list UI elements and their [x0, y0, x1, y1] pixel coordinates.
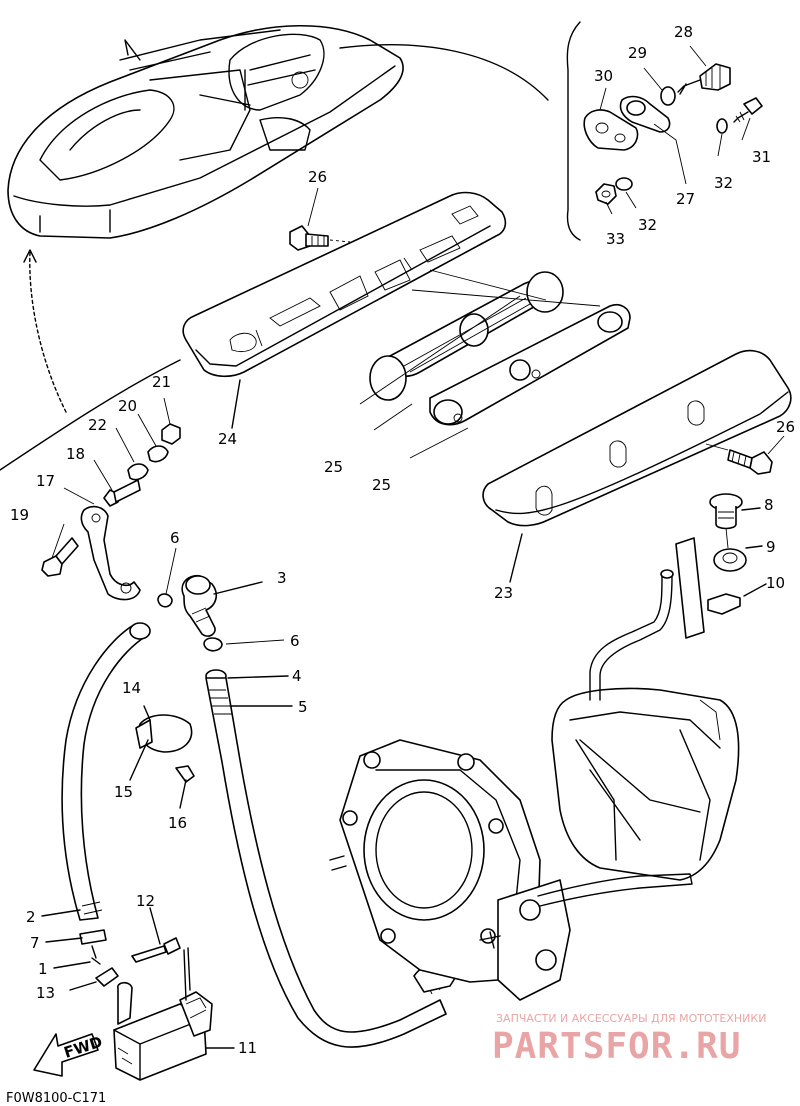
- callout-12: 12: [136, 892, 155, 910]
- callout-24: 24: [218, 430, 237, 448]
- callout-7: 7: [30, 934, 40, 952]
- callout-10: 10: [766, 574, 785, 592]
- callout-6a: 6: [170, 529, 180, 547]
- clamp-bracket-inset: [0, 359, 181, 601]
- callout-6b: 6: [290, 632, 300, 650]
- drain-plug-28: [699, 63, 731, 91]
- hose-clip-7: [79, 929, 107, 959]
- o-ring-29: [660, 86, 676, 106]
- bolt-26-upper: [289, 225, 351, 251]
- callout-1: 1: [38, 960, 48, 978]
- washer-22: [127, 463, 149, 481]
- pin-12: [131, 907, 181, 963]
- watermark-brand: PARTSFOR.RU: [492, 1026, 741, 1067]
- callout-14: 14: [122, 679, 141, 697]
- callout-33: 33: [606, 230, 625, 248]
- callout-26a: 26: [308, 168, 327, 186]
- bracket-24: [182, 191, 507, 378]
- bracket-to-craft-arrow: [29, 251, 67, 413]
- connector-1: [91, 957, 101, 965]
- jet-housing: [329, 537, 740, 1001]
- callout-20: 20: [118, 397, 137, 415]
- callout-11: 11: [238, 1039, 257, 1057]
- sponson-23: [482, 349, 792, 527]
- connector-13: [69, 967, 119, 991]
- nut-21: [161, 423, 181, 445]
- callout-2: 2: [26, 908, 36, 926]
- callout-4: 4: [292, 667, 302, 685]
- drain-hardware: [707, 493, 767, 615]
- callout-15: 15: [114, 783, 133, 801]
- callout-28: 28: [674, 23, 693, 41]
- watermark: ЗАПЧАСТИ И АКСЕССУАРЫ ДЛЯ МОТОТЕХНИКИ PA…: [492, 1012, 766, 1067]
- drain-plug-inset: [566, 21, 763, 241]
- callout-17: 17: [36, 472, 55, 490]
- diagram-code: F0W8100-C171: [6, 1091, 106, 1106]
- callout-16: 16: [168, 814, 187, 832]
- callout-27: 27: [676, 190, 695, 208]
- callout-18: 18: [66, 445, 85, 463]
- bracket-17: [80, 505, 141, 601]
- callout-labels: 1 2 3 4 5 6 6 7 8 9 10 11 12 13 14 15 16…: [10, 23, 795, 1057]
- callout-25a: 25: [324, 458, 343, 476]
- callout-19: 19: [10, 506, 29, 524]
- callout-22: 22: [88, 416, 107, 434]
- sensor-11: [113, 947, 235, 1081]
- callout-23: 23: [494, 584, 513, 602]
- callout-32a: 32: [714, 174, 733, 192]
- callout-9: 9: [766, 538, 776, 556]
- washer-20: [147, 445, 169, 463]
- callout-30: 30: [594, 67, 613, 85]
- callout-21: 21: [152, 373, 171, 391]
- fwd-arrow: FWD: [33, 1033, 105, 1077]
- callout-26b: 26: [776, 418, 795, 436]
- callout-13: 13: [36, 984, 55, 1002]
- callout-3: 3: [277, 569, 287, 587]
- callout-29: 29: [628, 44, 647, 62]
- bracket-25-lower: [429, 303, 631, 426]
- watercraft-illustration: [7, 24, 404, 239]
- band-14: [129, 705, 195, 809]
- fwd-label: FWD: [62, 1033, 105, 1062]
- hose-2: [61, 622, 151, 921]
- callout-32b: 32: [638, 216, 657, 234]
- elbow-3: [181, 574, 263, 637]
- bolt-26-right: [727, 435, 785, 475]
- callout-25b: 25: [372, 476, 391, 494]
- clamp-6-upper: [157, 593, 173, 608]
- callout-8: 8: [764, 496, 774, 514]
- arrowhead: [23, 249, 37, 263]
- callout-5: 5: [298, 698, 308, 716]
- callout-31: 31: [752, 148, 771, 166]
- clamp-6-lower: [203, 637, 223, 652]
- watermark-tagline: ЗАПЧАСТИ И АКСЕССУАРЫ ДЛЯ МОТОТЕХНИКИ: [496, 1012, 766, 1025]
- craft-to-inset-leader: [339, 44, 549, 101]
- hose-5: [205, 669, 449, 1048]
